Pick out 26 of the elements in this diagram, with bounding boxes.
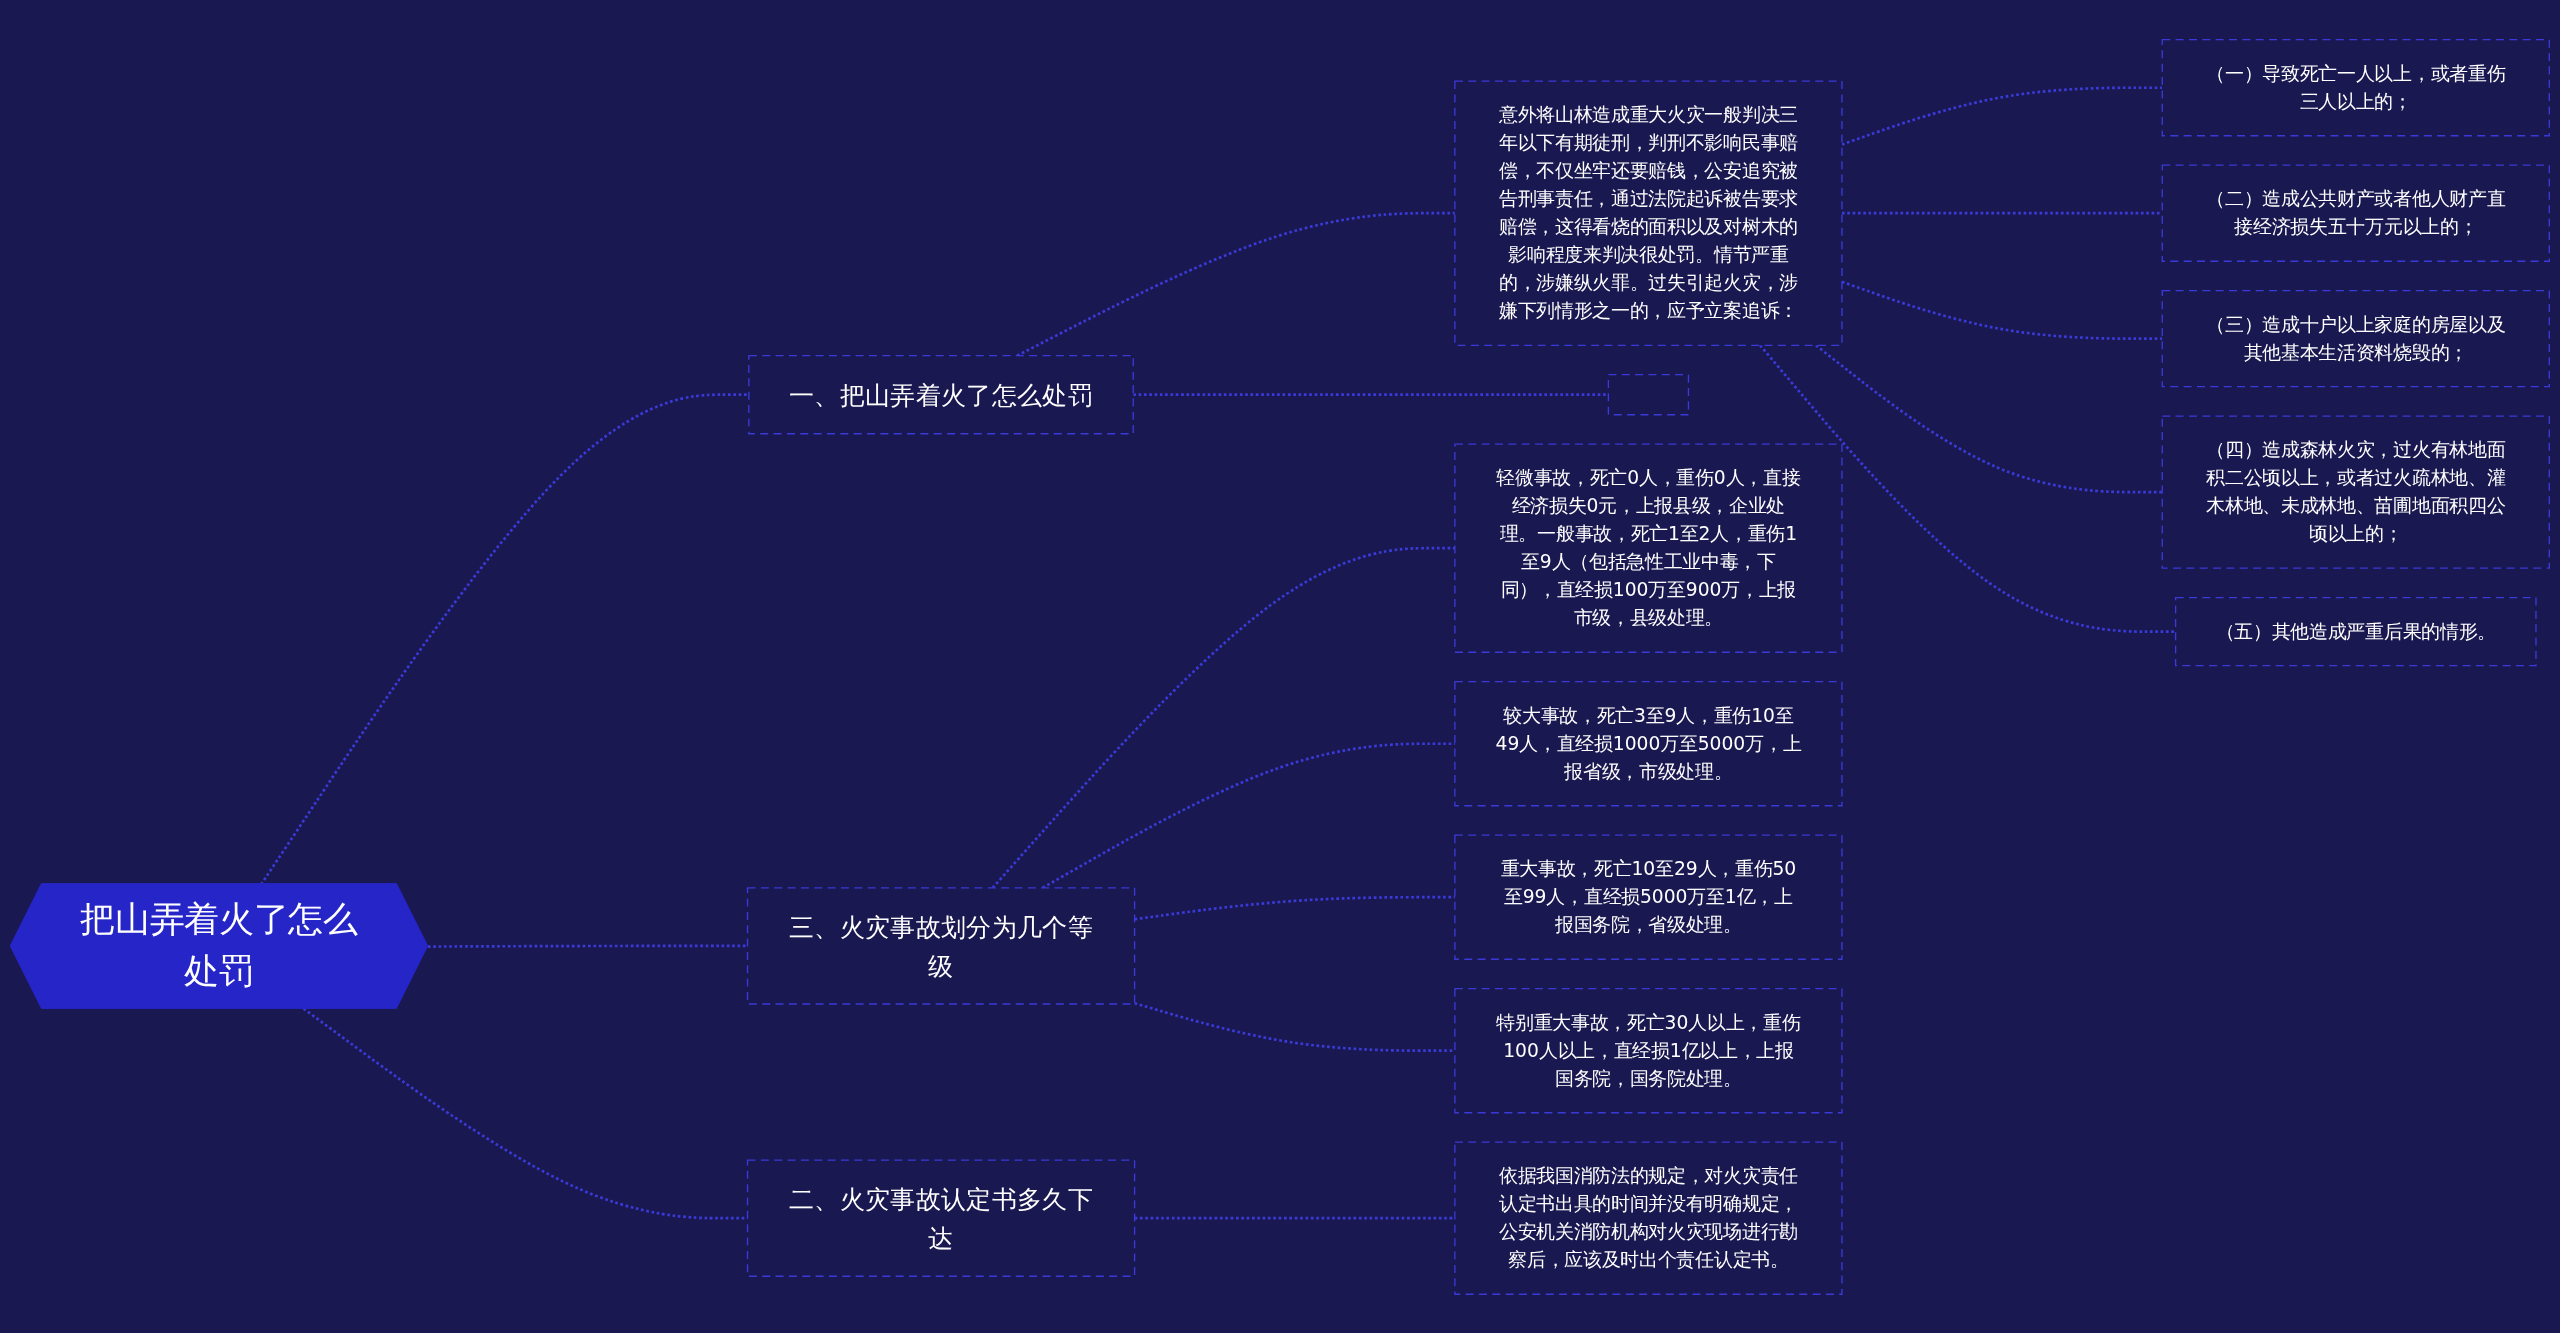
- node-box: 较大事故，死亡3至9人，重伤10至49人，直经损1000万至5000万，上报省级，市级处理。: [1454, 680, 1843, 806]
- node-box: （二）造成公共财产或者他人财产直接经济损失五十万元以上的；: [2161, 164, 2550, 262]
- connector: [302, 1007, 748, 1220]
- node-box: 一、把山弄着火了怎么处罚: [748, 354, 1134, 434]
- connector: [1841, 211, 2163, 215]
- connector: [1815, 343, 2163, 493]
- node-box: 依据我国消防法的规定，对火灾责任认定书出具的时间并没有明确规定，公安机关消防机构对火灾现场进行勘察后，应该及时出个责任认定书。: [1454, 1140, 1843, 1295]
- node-box: 特别重大事故，死亡30人以上，重伤100人以上，直经损1亿以上，上报国务院，国务院处理。: [1454, 987, 1843, 1113]
- node-box: （四）造成森林火灾，过火有林地面积二公顷以上，或者过火疏林地、灌木林地、未成林地、苗圃地面积四公顷以上的；: [2161, 414, 2550, 569]
- connector: [259, 392, 749, 885]
- node-box: （一）导致死亡一人以上，或者重伤三人以上的；: [2161, 38, 2550, 136]
- node-box: 轻微事故，死亡0人，重伤0人，直接经济损失0元，上报县级，企业处理。一般事故，死亡1至2人，重伤1至9人（包括急性工业中毒，下同），直经损100万至900万，上报市级，县级处理。: [1454, 442, 1843, 653]
- connector: [1134, 1001, 1455, 1052]
- node-box: 重大事故，死亡10至29人，重伤50至99人，直经损5000万至1亿，上报国务院，省级处理。: [1454, 834, 1843, 960]
- node-box: 三、火灾事故划分为几个等级: [746, 886, 1136, 1005]
- connector: [1134, 1216, 1455, 1220]
- connector: [427, 944, 748, 948]
- node-box: 意外将山林造成重大火灾一般判决三年以下有期徒刑，判刑不影响民事赔偿，不仅坐牢还要赔钱，公安追究被告刑事责任，通过法院起诉被告要求赔偿，这得看烧的面积以及对树木的影响程度来判决很处罚。情节严重的，涉嫌纵火罪。过失引起火灾，涉嫌下列情形之一的，应予立案追诉：: [1454, 79, 1843, 346]
- connector: [1041, 741, 1455, 889]
- connector: [1134, 895, 1455, 921]
- node-box: （五）其他造成严重后果的情形。: [2174, 596, 2537, 666]
- node-box: [1607, 373, 1690, 415]
- node-box: （三）造成十户以上家庭的房屋以及其他基本生活资料烧毁的；: [2161, 289, 2550, 387]
- connector: [1759, 344, 2176, 633]
- node-box: 二、火灾事故认定书多久下达: [746, 1159, 1136, 1277]
- connector: [991, 546, 1455, 889]
